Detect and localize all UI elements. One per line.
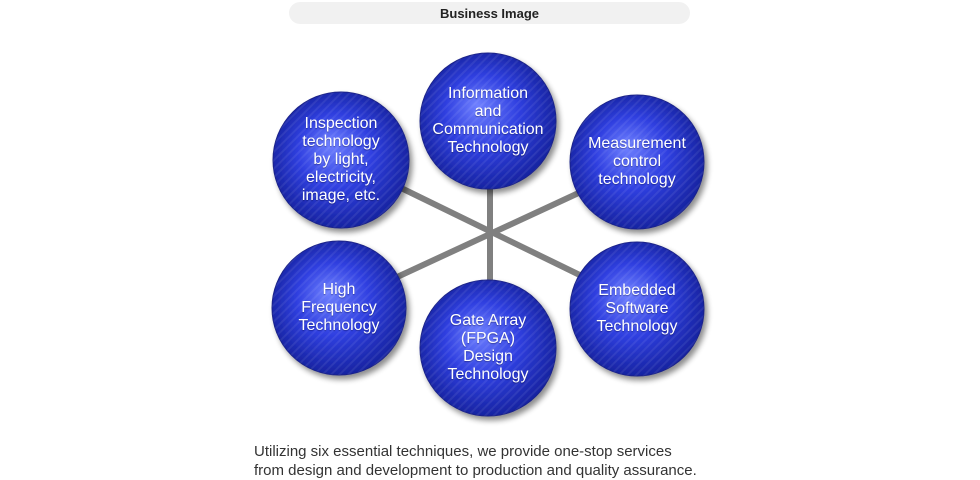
node-label-embedded-software: Embedded Software Technology: [596, 282, 678, 335]
sphere-embedded-software: [569, 241, 705, 377]
sphere-information-communication: [419, 52, 557, 190]
node-label-measurement-control: Measurement control technology: [588, 135, 686, 188]
connector-diagonal-right: [393, 187, 587, 281]
caption: Utilizing six essential techniques, we p…: [254, 442, 814, 480]
sphere-high-frequency: [271, 240, 407, 376]
sphere-inspection: [272, 91, 410, 229]
node-label-gate-array: Gate Array (FPGA) Design Technology: [447, 312, 529, 383]
caption-line-1: Utilizing six essential techniques, we p…: [254, 443, 672, 460]
caption-line-2: from design and development to productio…: [254, 462, 697, 479]
node-label-inspection: Inspection technology by light, electric…: [301, 115, 381, 204]
page-title: Business Image: [289, 2, 690, 24]
node-label-high-frequency: High Frequency Technology: [298, 281, 380, 334]
sphere-measurement-control: [569, 94, 705, 230]
node-label-information-communication: Information and Communication Technology: [432, 85, 544, 156]
sphere-gate-array: [419, 279, 557, 417]
